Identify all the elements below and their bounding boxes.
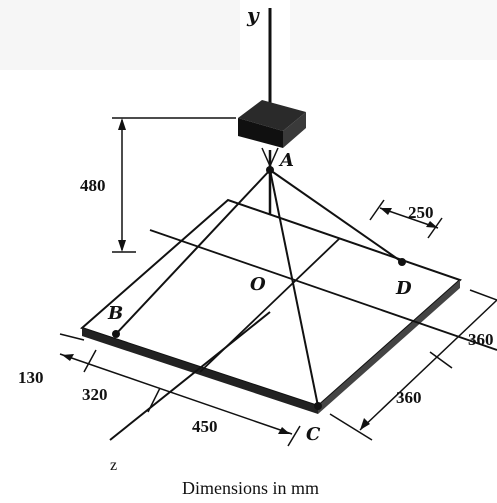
right-bottom-value: 360: [396, 388, 422, 407]
z-axis-line: [109, 311, 271, 441]
height-value: 480: [80, 176, 106, 195]
front-dimensions: [59, 333, 301, 447]
cable-ad: [269, 169, 403, 263]
cable-ac: [269, 169, 319, 407]
axis-y-label: y: [246, 3, 260, 27]
caption: Dimensions in mm: [182, 478, 319, 498]
point-d-label: D: [395, 278, 412, 299]
point-c-label: C: [306, 424, 321, 445]
axis-z-label: z: [110, 457, 117, 474]
cable-ab: [115, 169, 271, 335]
d-offset-value: 250: [408, 203, 434, 222]
point-a-dot: [266, 166, 274, 174]
point-b-label: B: [107, 303, 123, 324]
origin-label: O: [250, 274, 266, 295]
point-a-label: A: [278, 150, 294, 171]
left-edge-value: 130: [18, 368, 44, 387]
point-d-dot: [398, 258, 406, 266]
point-c-dot: [314, 402, 322, 410]
d-offset-dimension: [369, 199, 443, 239]
mass-block: [238, 100, 306, 167]
plate-line-1: [149, 229, 497, 351]
point-b-dot: [112, 330, 120, 338]
right-dimensions: [329, 289, 497, 441]
front-left-value: 320: [82, 385, 108, 404]
height-dimension: [112, 117, 236, 253]
right-top-value: 360: [468, 330, 494, 349]
front-right-value: 450: [192, 417, 218, 436]
background-texture: [0, 0, 497, 70]
